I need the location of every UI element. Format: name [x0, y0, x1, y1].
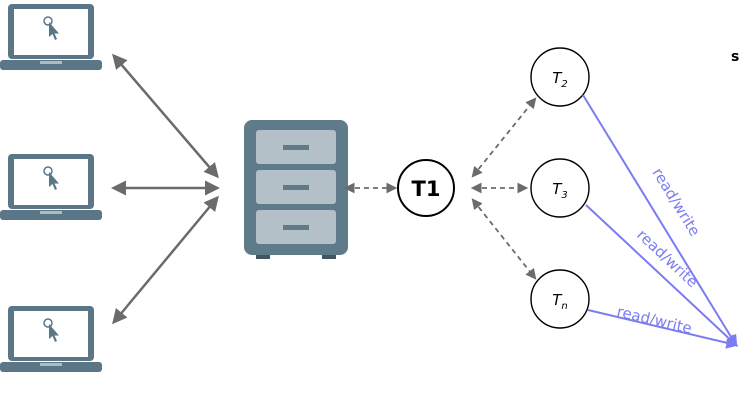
arrow-client-top — [112, 53, 219, 179]
readwrite-label-tn: read/write — [615, 302, 694, 337]
tn-label: T — [552, 291, 563, 309]
arrow-t2-readwrite — [582, 94, 738, 348]
file-cabinet-server-icon — [244, 120, 348, 259]
laptop-icon-middle — [0, 154, 102, 220]
arrow-client-bottom — [112, 195, 219, 325]
laptop-icon-top — [0, 4, 102, 70]
t2-label: T — [552, 69, 563, 87]
t3-label: T — [552, 180, 563, 198]
svg-text:Tn: Tn — [552, 291, 568, 312]
t1-label: T1 — [412, 177, 441, 201]
laptop-icon-bottom — [0, 306, 102, 372]
arrow-t3-readwrite — [585, 204, 738, 347]
clipped-text-top-right: s — [731, 49, 739, 65]
arrow-t1-tn — [471, 198, 537, 280]
t1-node: T1 — [397, 159, 455, 217]
tn-subscript: n — [561, 301, 567, 312]
t2-subscript: 2 — [561, 79, 567, 90]
t2-node: T2 — [530, 47, 590, 107]
svg-text:T3: T3 — [552, 180, 568, 201]
svg-text:T2: T2 — [552, 69, 568, 90]
arrow-t1-t2 — [471, 97, 537, 178]
arrow-tn-readwrite — [587, 309, 739, 349]
t3-subscript: 3 — [561, 190, 567, 201]
readwrite-label-t2: read/write — [649, 165, 704, 240]
tn-node: Tn — [530, 269, 590, 329]
t3-node: T3 — [530, 158, 590, 218]
